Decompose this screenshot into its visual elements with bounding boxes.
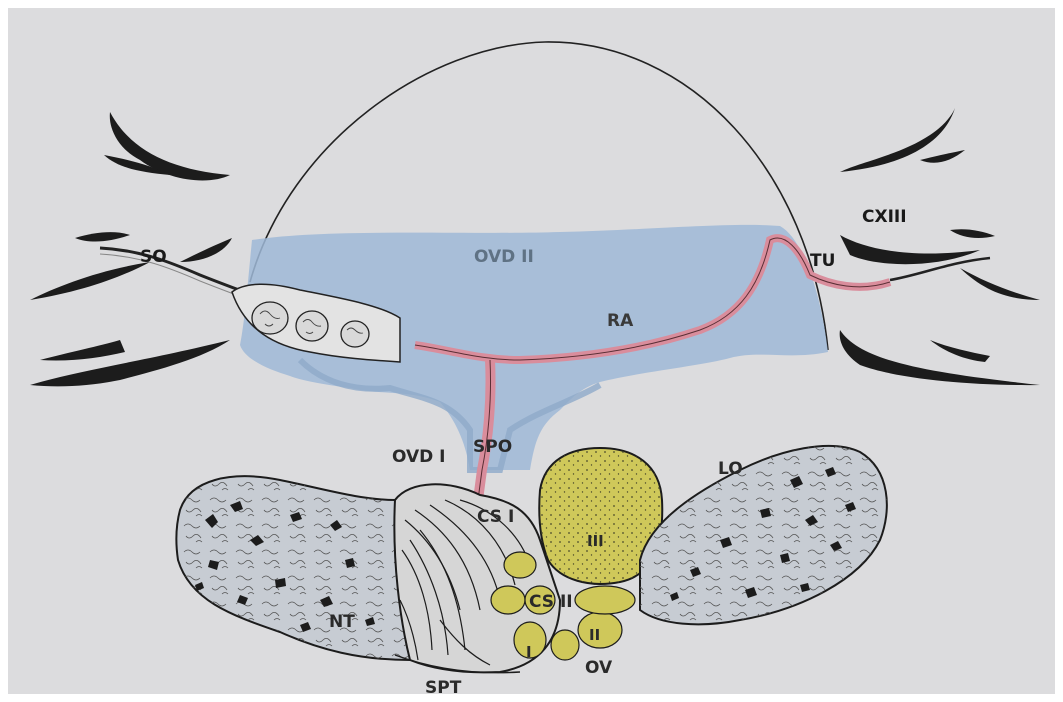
label-cx3: CXIII [862,207,907,227]
label-ovd1: OVD I [392,447,446,467]
label-roman1: I [526,643,532,661]
label-cs2: CS II [529,592,573,612]
label-nt: NT [329,612,355,632]
label-tu: TU [810,251,835,271]
label-ov: OV [585,658,613,678]
label-spo: SPO [473,437,512,457]
label-spt: SPT [425,678,462,698]
label-roman2: II [589,626,600,644]
label-so: SO [140,247,167,267]
label-lo: LO [718,459,743,479]
label-cs1: CS I [477,507,514,527]
label-ra: RA [607,311,634,331]
label-ovd2: OVD II [474,247,534,267]
label-roman3: III [587,532,604,550]
